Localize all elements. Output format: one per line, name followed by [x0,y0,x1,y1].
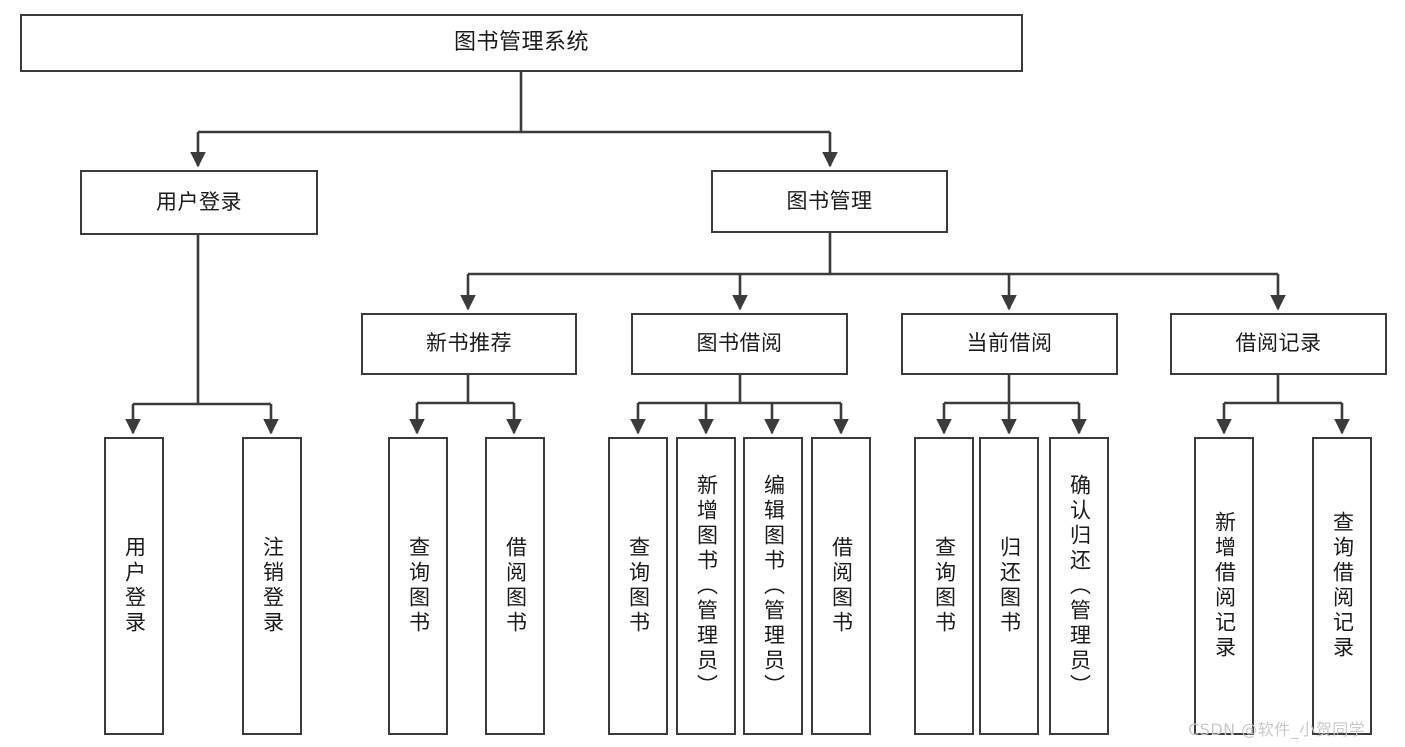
node-user-login[interactable]: 用户登录 [80,170,318,235]
node-new-book-recommend[interactable]: 新书推荐 [361,313,577,375]
watermark-text: CSDN @软件_小贺同学 [1188,720,1366,739]
node-label: 用户登录 [156,189,242,214]
leaf-book-borrow-borrow[interactable]: 借阅图书 [811,437,871,735]
leaf-current-borrow-query[interactable]: 查询图书 [914,437,974,735]
leaf-book-borrow-edit[interactable]: 编辑图书（管理员） [743,437,803,735]
leaf-borrow-record-query[interactable]: 查询借阅记录 [1312,437,1372,735]
node-current-borrow[interactable]: 当前借阅 [901,313,1118,375]
leaf-borrow-record-add[interactable]: 新增借阅记录 [1194,437,1254,735]
node-label: 查询图书 [932,536,957,636]
node-label: 图书借阅 [696,331,783,356]
leaf-book-borrow-add[interactable]: 新增图书（管理员） [676,437,736,735]
node-label: 归还图书 [997,536,1022,636]
node-label: 借阅图书 [503,536,528,636]
node-book-borrow[interactable]: 图书借阅 [631,313,848,375]
leaf-new-book-borrow[interactable]: 借阅图书 [485,437,545,735]
node-label: 图书管理 [786,188,873,213]
node-label: 查询图书 [406,536,431,636]
leaf-new-book-query[interactable]: 查询图书 [388,437,448,735]
node-borrow-record[interactable]: 借阅记录 [1170,313,1387,375]
node-label: 当前借阅 [966,331,1053,356]
node-label: 确认归还（管理员） [1067,473,1092,699]
node-label: 新增借阅记录 [1212,511,1237,661]
leaf-user-login[interactable]: 用户登录 [104,437,164,735]
node-label: 借阅图书 [829,536,854,636]
node-label: 查询借阅记录 [1330,511,1355,661]
node-label: 借阅记录 [1235,331,1322,356]
leaf-user-logout[interactable]: 注销登录 [242,437,302,735]
node-label: 新书推荐 [426,331,512,356]
node-label: 注销登录 [260,536,285,636]
node-root-book-management-system[interactable]: 图书管理系统 [20,14,1023,72]
leaf-current-borrow-confirm-return[interactable]: 确认归还（管理员） [1049,437,1109,735]
node-book-management[interactable]: 图书管理 [711,170,948,233]
leaf-current-borrow-return[interactable]: 归还图书 [979,437,1039,735]
node-label: 图书管理系统 [453,29,589,55]
leaf-book-borrow-query[interactable]: 查询图书 [608,437,668,735]
node-label: 查询图书 [626,536,651,636]
node-label: 编辑图书（管理员） [761,473,786,699]
node-label: 新增图书（管理员） [694,473,719,699]
node-label: 用户登录 [122,536,147,636]
